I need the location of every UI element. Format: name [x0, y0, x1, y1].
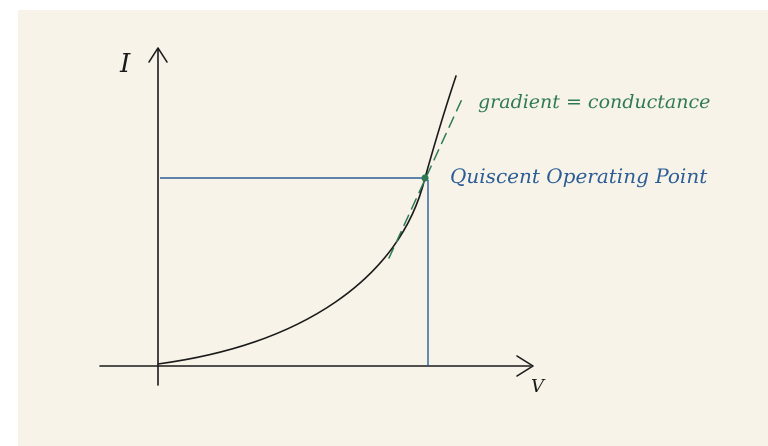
- iv-curve: [157, 75, 457, 365]
- tangent-annotation: gradient = conductance: [478, 91, 710, 113]
- paper-sheet: [18, 10, 768, 446]
- tangent-line: [388, 98, 463, 259]
- x-axis-label: V: [531, 376, 546, 397]
- x-axis-arrowhead: [516, 355, 534, 377]
- operating-point: [421, 174, 429, 182]
- y-axis-arrowhead: [148, 47, 168, 63]
- operating-point-annotation: Quiscent Operating Point: [450, 164, 708, 188]
- y-axis-label: I: [119, 49, 131, 79]
